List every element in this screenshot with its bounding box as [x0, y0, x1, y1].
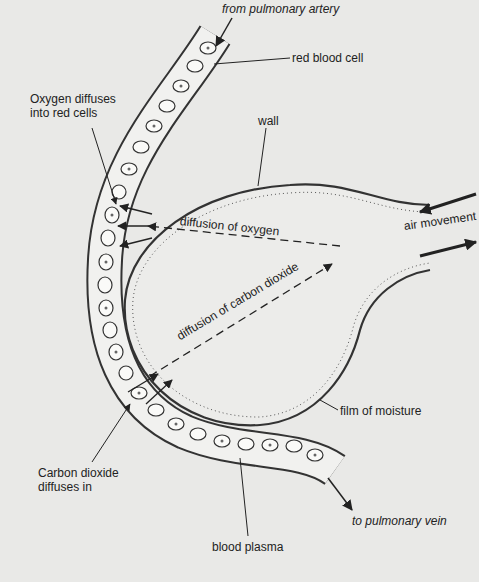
air-out-arrow — [420, 242, 476, 256]
label-text: Carbon dioxide diffuses in — [38, 466, 142, 494]
leader-lines — [92, 58, 338, 536]
alveolus-sac — [125, 184, 430, 425]
label-text: wall — [258, 114, 279, 128]
oxygen-uptake-arrows — [118, 206, 152, 246]
label-text: film of moisture — [340, 404, 421, 418]
co2-release-arrows — [128, 374, 172, 404]
label-text: diffusion of oxygen — [179, 214, 280, 238]
label-text: red blood cell — [292, 51, 363, 65]
label-text: to pulmonary vein — [352, 514, 447, 528]
flow-in-arrow — [216, 18, 232, 46]
cell-nuclei — [105, 47, 317, 457]
capillary-wall — [104, 35, 335, 470]
label-text: from pulmonary artery — [222, 2, 339, 16]
label-text: air movement — [403, 209, 477, 233]
moisture-film — [133, 192, 430, 417]
label-text: diffusion of carbon dioxide — [174, 259, 301, 343]
label-text: blood plasma — [212, 540, 283, 554]
label-text: Oxygen diffuses into red cells — [30, 92, 134, 120]
capillary-plasma — [104, 35, 335, 470]
red-blood-cells — [98, 42, 323, 461]
flow-out-arrow — [328, 478, 352, 510]
co2-diffusion-arrow — [150, 264, 332, 376]
